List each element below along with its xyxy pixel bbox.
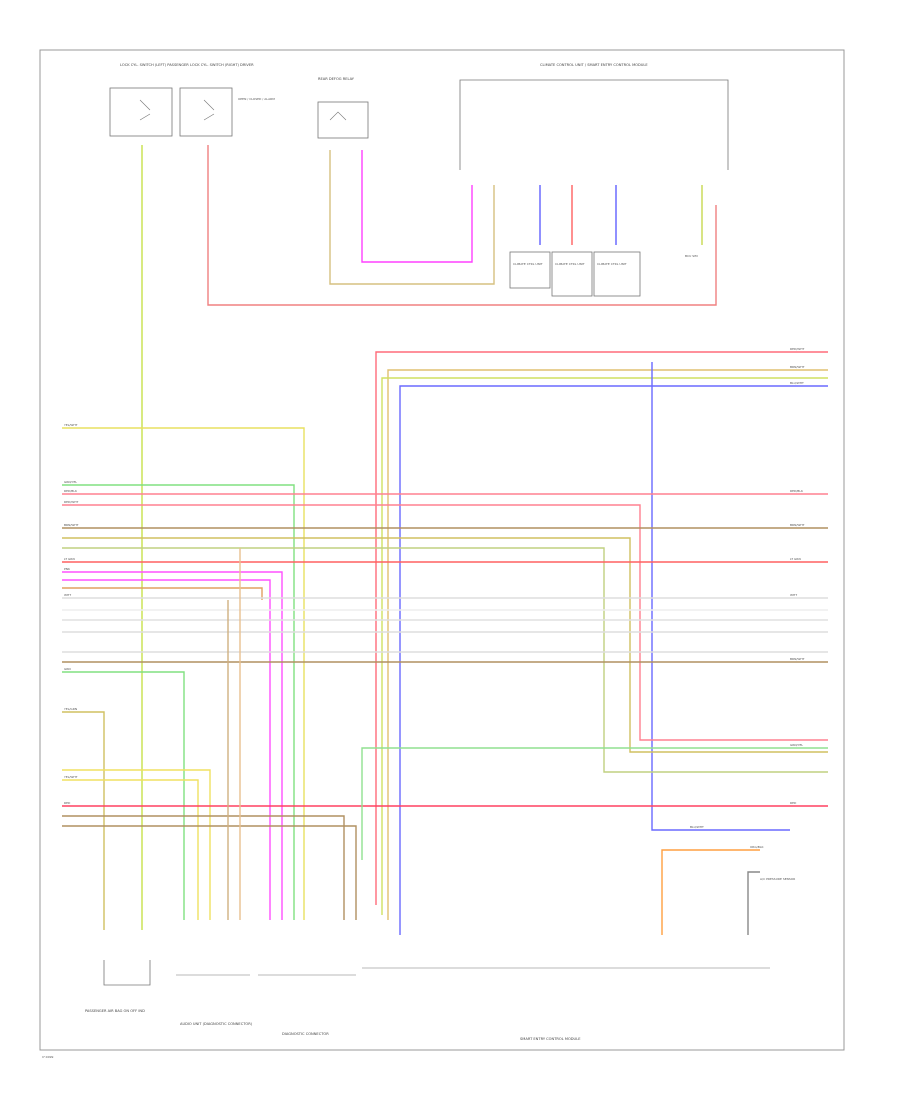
svg-text:PASSENGER AIR BAG ON OFF IND: PASSENGER AIR BAG ON OFF IND: [85, 1009, 145, 1013]
svg-text:YEL/WHT: YEL/WHT: [64, 423, 78, 427]
left-wire-labels: YEL/WHT GRN/YEL RED/BLK RED/WHT BRN/WHT …: [64, 423, 79, 805]
rear-defog-relay: REAR DEFOG RELAY: [317, 77, 369, 139]
lock-switch-right: LOCK CYL. SWITCH (RIGHT) DRIVER OPEN / C…: [179, 63, 275, 137]
svg-text:RED/BLK: RED/BLK: [790, 489, 804, 493]
lock-switch-left: LOCK CYL. SWITCH (LEFT) PASSENGER: [109, 63, 189, 137]
top-module: CLIMATE CONTROL UNIT / SMART ENTRY CONTR…: [459, 63, 729, 297]
svg-text:LT GRN: LT GRN: [790, 557, 801, 561]
svg-text:YEL/GRN: YEL/GRN: [64, 707, 77, 711]
svg-text:GRN/YEL: GRN/YEL: [790, 743, 803, 747]
bottom-left-indicator: PASSENGER AIR BAG ON OFF IND: [85, 960, 151, 1013]
svg-text:RED: RED: [790, 801, 797, 805]
svg-text:LOCK CYL. SWITCH (LEFT) PASSEN: LOCK CYL. SWITCH (LEFT) PASSENGER: [120, 63, 189, 67]
svg-text:BRN/WHT: BRN/WHT: [790, 523, 805, 527]
svg-text:RED: RED: [64, 801, 71, 805]
svg-text:BLU/WHT: BLU/WHT: [790, 381, 804, 385]
svg-text:DIAGNOSTIC CONNECTOR: DIAGNOSTIC CONNECTOR: [282, 1032, 329, 1036]
svg-text:CLIMATE CTRL UNIT: CLIMATE CTRL UNIT: [555, 262, 585, 266]
bottom-control-module: SMART ENTRY CONTROL MODULE: [362, 967, 770, 1041]
svg-text:CLIMATE CTRL UNIT: CLIMATE CTRL UNIT: [597, 262, 627, 266]
svg-text:LOCK CYL. SWITCH (RIGHT) DRIVE: LOCK CYL. SWITCH (RIGHT) DRIVER: [190, 63, 254, 67]
bottom-connector-audio: AUDIO UNIT (DIAGNOSTIC CONNECTOR): [176, 974, 253, 1026]
svg-text:BRN/WHT: BRN/WHT: [790, 365, 805, 369]
svg-text:GRN: GRN: [64, 667, 71, 671]
svg-text:RED/BLK: RED/BLK: [64, 489, 78, 493]
svg-text:LT GRN: LT GRN: [64, 557, 75, 561]
right-wire-labels: RED/WHT BRN/WHT BLU/WHT RED/BLK BRN/WHT …: [690, 347, 805, 881]
svg-text:PNK: PNK: [64, 567, 71, 571]
svg-text:CLIMATE CTRL UNIT: CLIMATE CTRL UNIT: [513, 262, 543, 266]
svg-text:WHT: WHT: [64, 593, 71, 597]
horizontal-wires: [62, 351, 828, 935]
svg-text:GRN/YEL: GRN/YEL: [64, 480, 77, 484]
svg-text:OPEN / CLOSED / ALARM: OPEN / CLOSED / ALARM: [238, 97, 275, 101]
diagram-frame: [39, 49, 845, 1051]
svg-text:YEL/WHT: YEL/WHT: [64, 775, 78, 779]
svg-text:A/C PRESSURE SENSOR: A/C PRESSURE SENSOR: [760, 877, 795, 881]
svg-text:BCU SIM: BCU SIM: [685, 254, 698, 258]
svg-text:WHT: WHT: [790, 593, 797, 597]
svg-text:ORG/BLK: ORG/BLK: [750, 845, 765, 849]
svg-text:BLU/WHT: BLU/WHT: [690, 825, 704, 829]
svg-text:RED/WHT: RED/WHT: [64, 500, 79, 504]
svg-text:RED/WHT: RED/WHT: [790, 347, 805, 351]
footer-code: I7:0099: [42, 1055, 54, 1059]
svg-text:CLIMATE CONTROL UNIT / SMART E: CLIMATE CONTROL UNIT / SMART ENTRY CONTR…: [540, 63, 648, 67]
svg-text:BRN/WHT: BRN/WHT: [790, 657, 805, 661]
svg-text:AUDIO UNIT (DIAGNOSTIC CONNECT: AUDIO UNIT (DIAGNOSTIC CONNECTOR): [180, 1022, 253, 1026]
svg-text:BRN/WHT: BRN/WHT: [64, 523, 79, 527]
bottom-connector-diag: DIAGNOSTIC CONNECTOR: [258, 974, 356, 1036]
svg-text:REAR DEFOG RELAY: REAR DEFOG RELAY: [318, 77, 355, 81]
svg-text:SMART ENTRY CONTROL MODULE: SMART ENTRY CONTROL MODULE: [520, 1037, 581, 1041]
